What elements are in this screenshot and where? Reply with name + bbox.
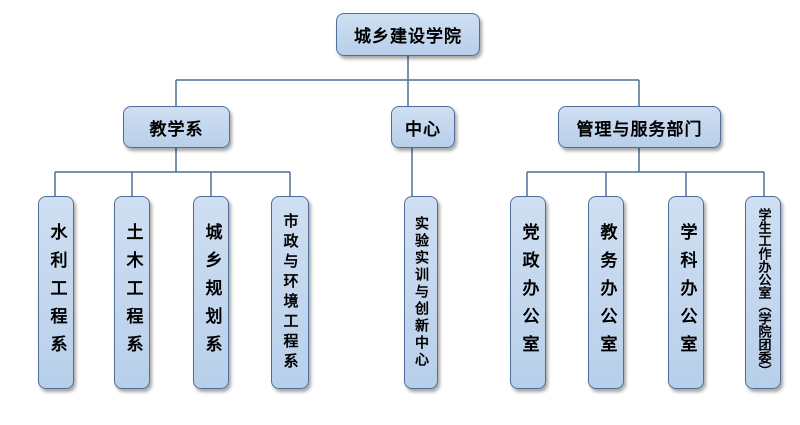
- root-label: 城乡建设学院: [354, 27, 462, 47]
- branch-node-teaching: 教学系: [123, 106, 230, 148]
- branch-label: 管理与服务部门: [576, 119, 703, 140]
- branch-node-center: 中心: [391, 106, 455, 148]
- leaf-label: 水利工程系: [46, 222, 67, 363]
- leaf-node: 市政与环境工程系: [271, 196, 309, 389]
- leaf-label: 实验实训与创新中心: [413, 216, 429, 369]
- leaf-node: 城乡规划系: [193, 196, 229, 389]
- branch-label: 教学系: [149, 119, 204, 140]
- leaf-label: 学科办公室: [676, 222, 697, 363]
- leaf-label: 城乡规划系: [201, 222, 222, 363]
- leaf-node: 学科办公室: [668, 196, 704, 389]
- leaf-label: 教务办公室: [596, 222, 617, 363]
- leaf-label: 土木工程系: [122, 222, 143, 363]
- leaf-label: 党政办公室: [518, 222, 539, 363]
- leaf-label: 市政与环境工程系: [281, 212, 300, 373]
- leaf-node: 水利工程系: [38, 196, 74, 389]
- root-node: 城乡建设学院: [336, 13, 480, 56]
- branch-node-management: 管理与服务部门: [558, 106, 721, 148]
- leaf-node: 党政办公室: [510, 196, 546, 389]
- leaf-node: 土木工程系: [114, 196, 150, 389]
- leaf-label: 学生工作办公室（学院团委）: [755, 208, 771, 377]
- leaf-node: 教务办公室: [588, 196, 624, 389]
- leaf-node: 学生工作办公室（学院团委）: [745, 196, 781, 389]
- branch-label: 中心: [405, 119, 441, 140]
- leaf-node: 实验实训与创新中心: [404, 196, 438, 389]
